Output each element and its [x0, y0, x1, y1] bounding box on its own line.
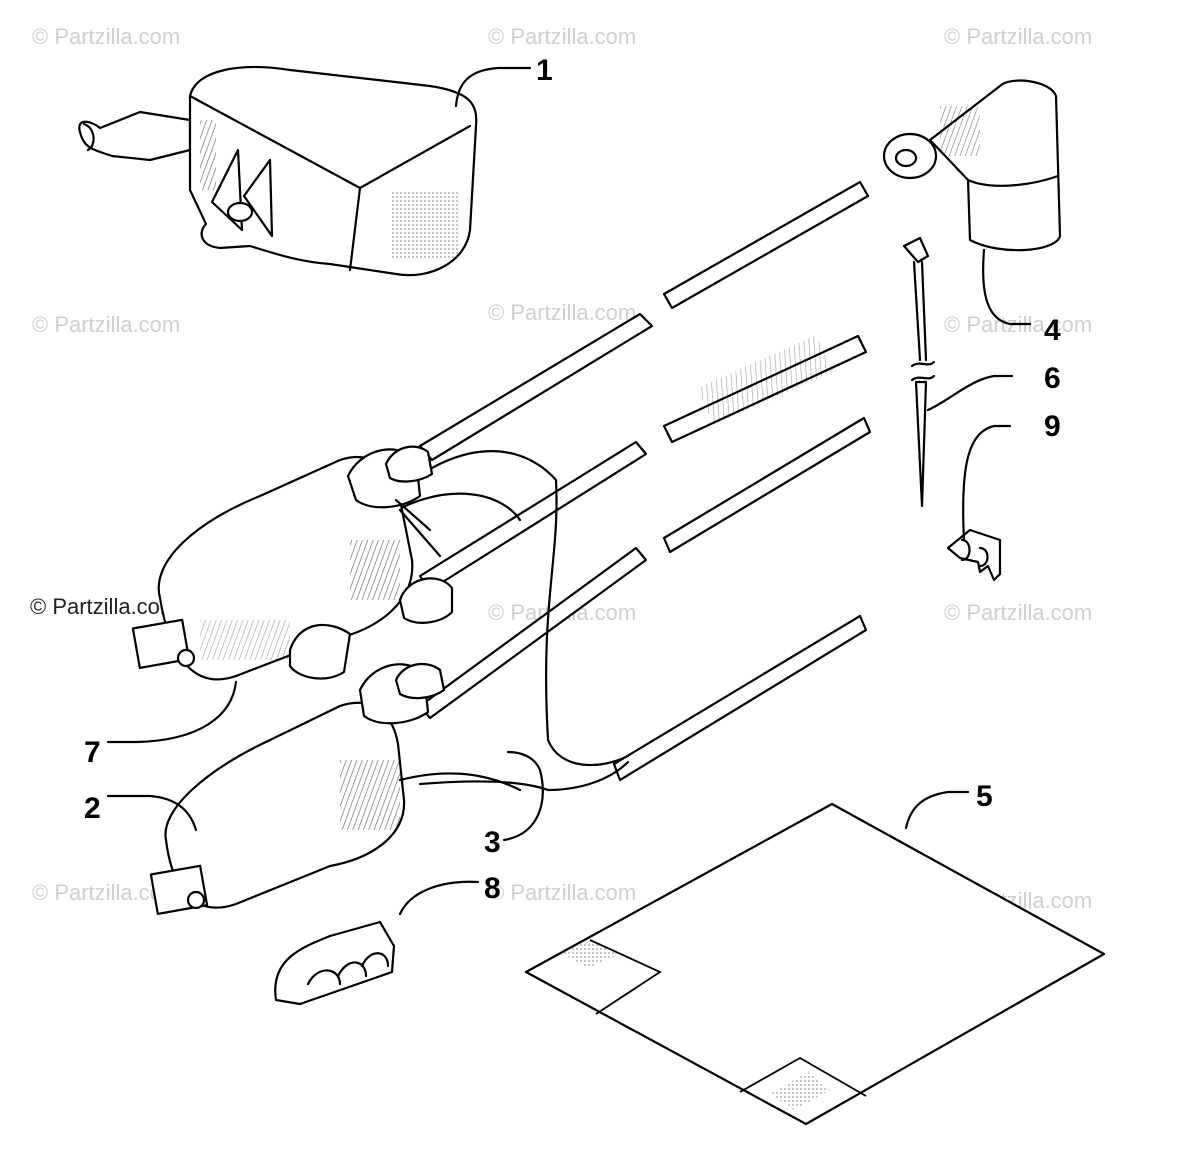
- watermark: © Partzilla.com: [944, 600, 1092, 625]
- clip-part: [946, 528, 1002, 582]
- watermark: © Partzilla.com: [488, 300, 636, 325]
- decal-sheet-part: [524, 802, 1106, 1126]
- callout-4: 4: [1044, 314, 1061, 347]
- callouts: 1 2 3 4 5 6 7 8 9: [84, 54, 1061, 905]
- callout-9: 9: [1044, 410, 1061, 443]
- ignition-coil-lower-part: [149, 662, 522, 915]
- watermark: © Partzilla.com: [32, 24, 180, 49]
- callout-8: 8: [484, 872, 501, 905]
- callout-7: 7: [84, 736, 101, 769]
- spark-plug-cap-part: [882, 79, 1062, 252]
- cdi-box-part: [78, 65, 478, 277]
- callout-6: 6: [1044, 362, 1061, 395]
- cable-tie-part: [902, 236, 936, 508]
- watermark: © Partzilla.com: [488, 880, 636, 905]
- leader-lines: [106, 66, 1032, 916]
- ignition-coil-upper-part: [131, 445, 454, 681]
- watermark: © Partzilla.com: [30, 594, 178, 619]
- callout-2: 2: [84, 792, 101, 825]
- watermark: © Partzilla.com: [488, 24, 636, 49]
- callout-5: 5: [976, 780, 993, 813]
- callout-3: 3: [484, 826, 501, 859]
- rubber-tubes: [612, 180, 872, 782]
- watermark: © Partzilla.com: [944, 24, 1092, 49]
- wire-clip-part: [274, 920, 396, 1006]
- watermark: © Partzilla.com: [32, 312, 180, 337]
- callout-1: 1: [536, 54, 553, 87]
- high-tension-leads: [378, 312, 654, 792]
